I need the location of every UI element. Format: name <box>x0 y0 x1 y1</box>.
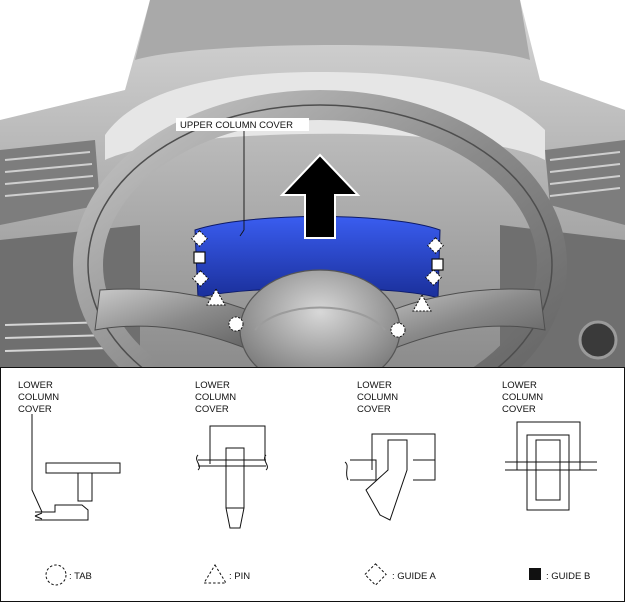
main-view: UPPER COLUMN COVER <box>0 0 625 440</box>
svg-text:COVER: COVER <box>357 404 391 415</box>
left-air-vent <box>0 140 100 225</box>
legend-pin: : PIN <box>203 564 250 584</box>
svg-text:COLUMN: COLUMN <box>502 392 543 403</box>
pin-symbol-icon <box>203 564 227 584</box>
svg-text:LOWER: LOWER <box>18 380 53 391</box>
svg-text:COLUMN: COLUMN <box>195 392 236 403</box>
svg-text:LOWER: LOWER <box>195 380 230 391</box>
detail-guide-b: LOWER COLUMN COVER <box>502 380 597 511</box>
tab-symbol-icon <box>45 564 67 586</box>
guide-a-symbol-icon <box>364 563 387 586</box>
detail-panel: LOWER COLUMN COVER LOWER COLUMN COVER <box>0 367 625 602</box>
tab-markers <box>228 316 406 338</box>
legend-tab: : TAB <box>45 564 92 586</box>
svg-text:: TAB: : TAB <box>69 571 92 582</box>
legend-guide-a: : GUIDE A <box>364 563 436 586</box>
svg-text:: GUIDE A: : GUIDE A <box>392 571 436 582</box>
steering-wheel <box>73 90 567 440</box>
pin-markers <box>206 287 432 312</box>
callout-label: UPPER COLUMN COVER <box>180 120 293 131</box>
guide-b-markers <box>193 251 444 271</box>
cluster-visor <box>135 0 530 60</box>
svg-text:COVER: COVER <box>18 404 52 415</box>
detail-tab: LOWER COLUMN COVER <box>18 380 121 521</box>
svg-text:LOWER: LOWER <box>502 380 537 391</box>
upper-column-cover-callout: UPPER COLUMN COVER <box>176 118 309 237</box>
legend: : TAB : PIN : GUIDE A : GUIDE B <box>45 563 590 586</box>
detail-guide-a: LOWER COLUMN COVER <box>344 380 436 521</box>
guide-b-symbol-icon <box>529 568 541 580</box>
start-button <box>578 320 618 360</box>
svg-text:LOWER: LOWER <box>357 380 392 391</box>
svg-text:COLUMN: COLUMN <box>357 392 398 403</box>
svg-text:COVER: COVER <box>502 404 536 415</box>
svg-text:: GUIDE B: : GUIDE B <box>546 571 590 582</box>
svg-text:COLUMN: COLUMN <box>18 392 59 403</box>
detail-pin: LOWER COLUMN COVER <box>195 380 268 529</box>
right-air-vent <box>545 140 625 225</box>
svg-text:: PIN: : PIN <box>229 571 250 582</box>
legend-guide-b: : GUIDE B <box>529 568 590 582</box>
svg-text:COVER: COVER <box>195 404 229 415</box>
remove-direction-arrow <box>279 153 361 239</box>
